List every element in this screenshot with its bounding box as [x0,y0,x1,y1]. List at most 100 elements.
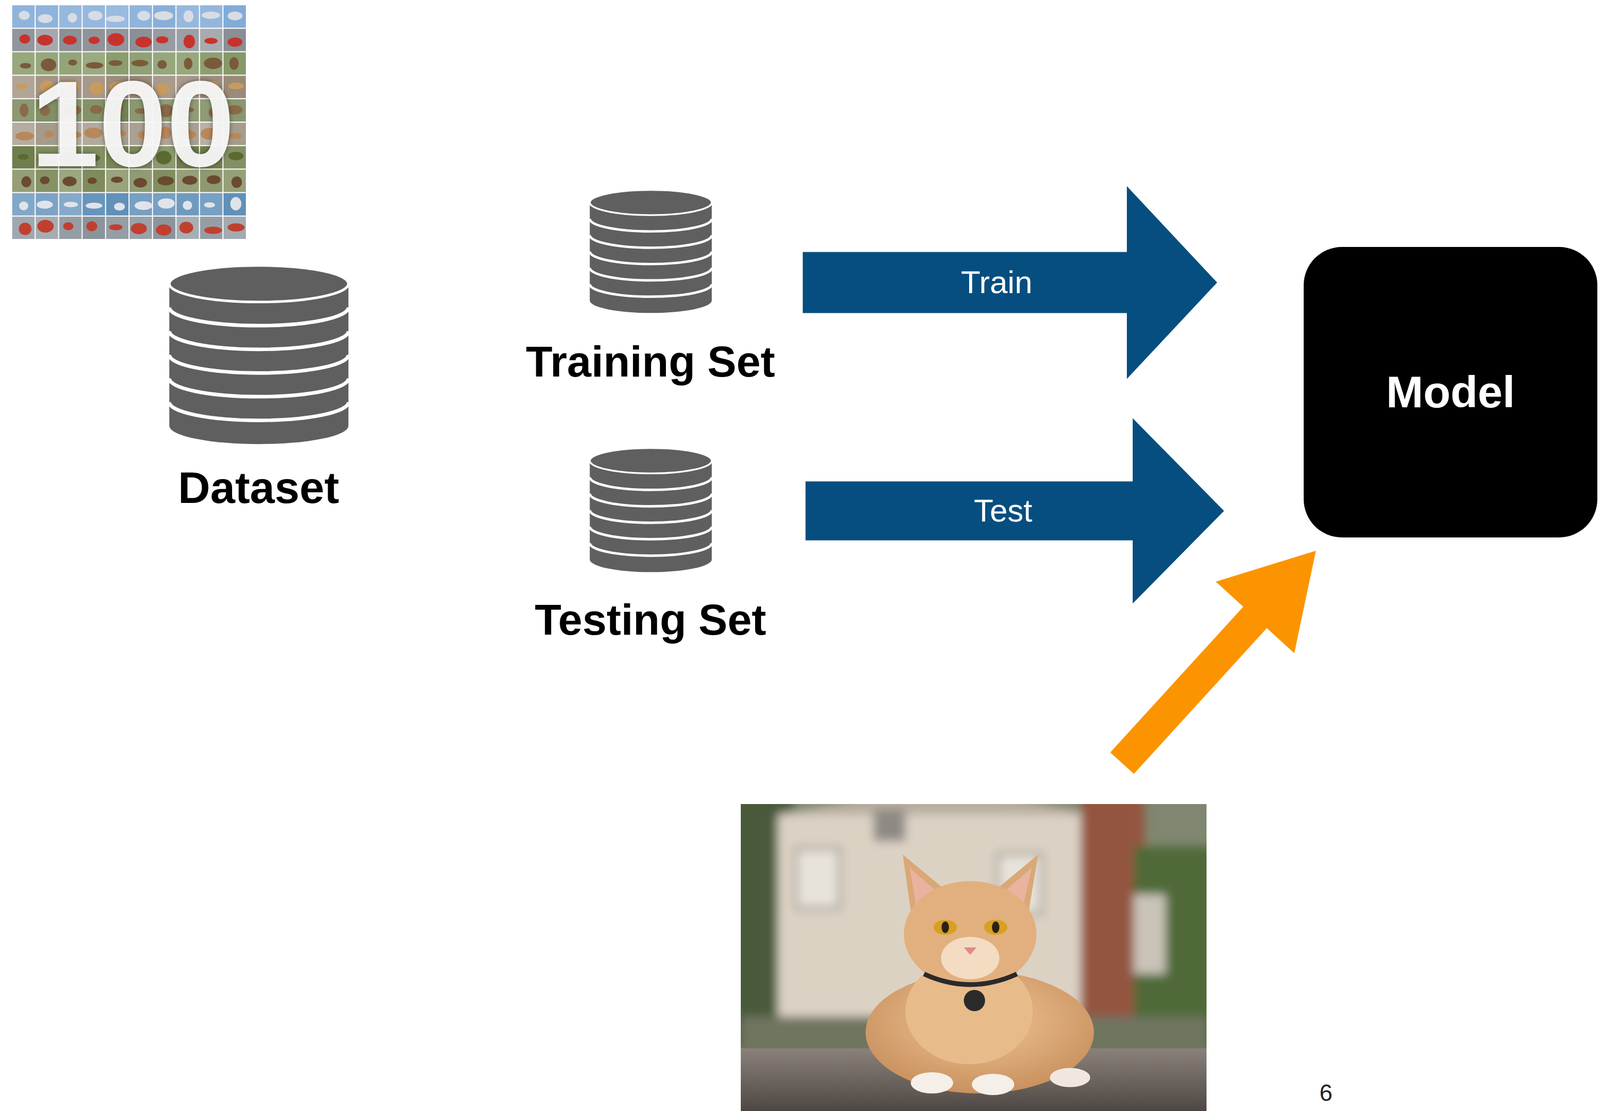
thumbnail-object [19,103,29,117]
thumbnail-object [203,202,216,208]
cylinder-stripe [589,542,712,556]
block-arrow [805,418,1225,604]
thumbnail [106,193,129,216]
thumbnail-object [182,200,193,210]
cylinder-stripe [168,307,348,326]
thumbnail-object [135,36,152,48]
thumbnail [106,5,129,28]
thumbnail-object [114,202,126,211]
edge-label: Train [961,264,1033,301]
window [1133,894,1166,974]
thumbnail-object [107,33,125,47]
thumbnail-object [37,14,53,24]
thumbnail [152,28,176,51]
roof-edge [777,782,1097,815]
thumbnail [152,5,176,28]
thumbnail-object [179,221,194,234]
thumbnail-object [15,83,28,89]
thumbnail-object [106,15,125,23]
cat-photo [730,782,1219,1111]
database-cylinder [588,446,714,574]
model-box: Model [1303,246,1598,538]
cat-eye [933,919,957,935]
thumbnail-object [137,10,151,21]
cylinder-stripe [589,251,712,264]
window [873,809,906,842]
thumbnail [223,5,246,28]
thumbnail [223,216,246,239]
cylinder-stripe [168,378,348,397]
database-node: Testing Set [528,446,773,644]
thumbnail [106,28,129,51]
thumbnail [12,5,35,28]
cylinder-top [168,265,348,303]
cylinder-stripe [589,267,712,281]
thumbnail [82,216,106,239]
thumbnail [35,28,58,51]
cylinder-stripe [589,526,712,539]
cylinder-top [589,448,712,474]
thumbnail-object [204,226,223,235]
thumbnail-object [67,12,78,23]
thumbnail [58,28,82,51]
thumbnail-object [134,201,153,211]
thumbnail-object [201,11,221,20]
thumbnail-object [130,223,147,235]
thumbnail-object [63,222,74,231]
thumbnail [82,193,106,216]
cat-pupil [941,921,949,934]
thumbnail-object [86,221,98,232]
cylinder-stripe [589,477,712,491]
cat-head [903,880,1037,988]
thumbnail [176,5,199,28]
thumbnail-object [88,11,103,21]
node-label: Dataset [177,463,339,512]
arrow-shape [805,418,1225,604]
block-arrow [802,186,1218,380]
cylinder-stripe [168,330,348,349]
thumbnail [58,5,82,28]
thumbnail [223,193,246,216]
cylinder-stripe [589,509,712,523]
thumbnail [152,193,176,216]
thumbnail [35,193,58,216]
cylinder-body [589,460,712,573]
thumbnail-object [156,36,169,44]
cylinder-stripe [589,218,712,232]
cat-paw [971,1073,1015,1095]
thumbnail [12,216,35,239]
thumbnail [12,193,35,216]
thumbnail-object [19,201,29,211]
database-cylinder [167,263,351,447]
thumbnail [200,28,223,51]
database-node: Dataset [160,263,357,512]
node-label: Testing Set [534,595,767,644]
thumbnail [200,5,223,28]
cat-muzzle [940,936,1000,980]
window [798,850,838,906]
page-number: 6 [1319,1081,1333,1105]
node-label: Training Set [525,337,775,386]
cylinder-top [589,190,712,216]
thumbnail [82,5,106,28]
thumbnail-object [88,36,100,45]
thumbnail [129,5,152,28]
arrow-shape [802,186,1218,380]
cylinder-body [589,202,712,313]
cylinder-stripe [589,235,712,248]
thumbnail-object [19,34,30,44]
thumbnail-object [156,224,172,236]
thumbnail-object [108,224,123,230]
thumbnail-object [17,153,29,160]
thumbnail [129,216,152,239]
database-node: Training Set [519,188,782,386]
thumbnail-object [183,35,195,49]
cat-paw [910,1072,954,1094]
database-cylinder [588,188,714,315]
dataset-size: 100 [30,63,235,186]
thumbnail-object [204,37,218,44]
thumbnail [12,28,35,51]
thumbnail-object [227,223,245,232]
